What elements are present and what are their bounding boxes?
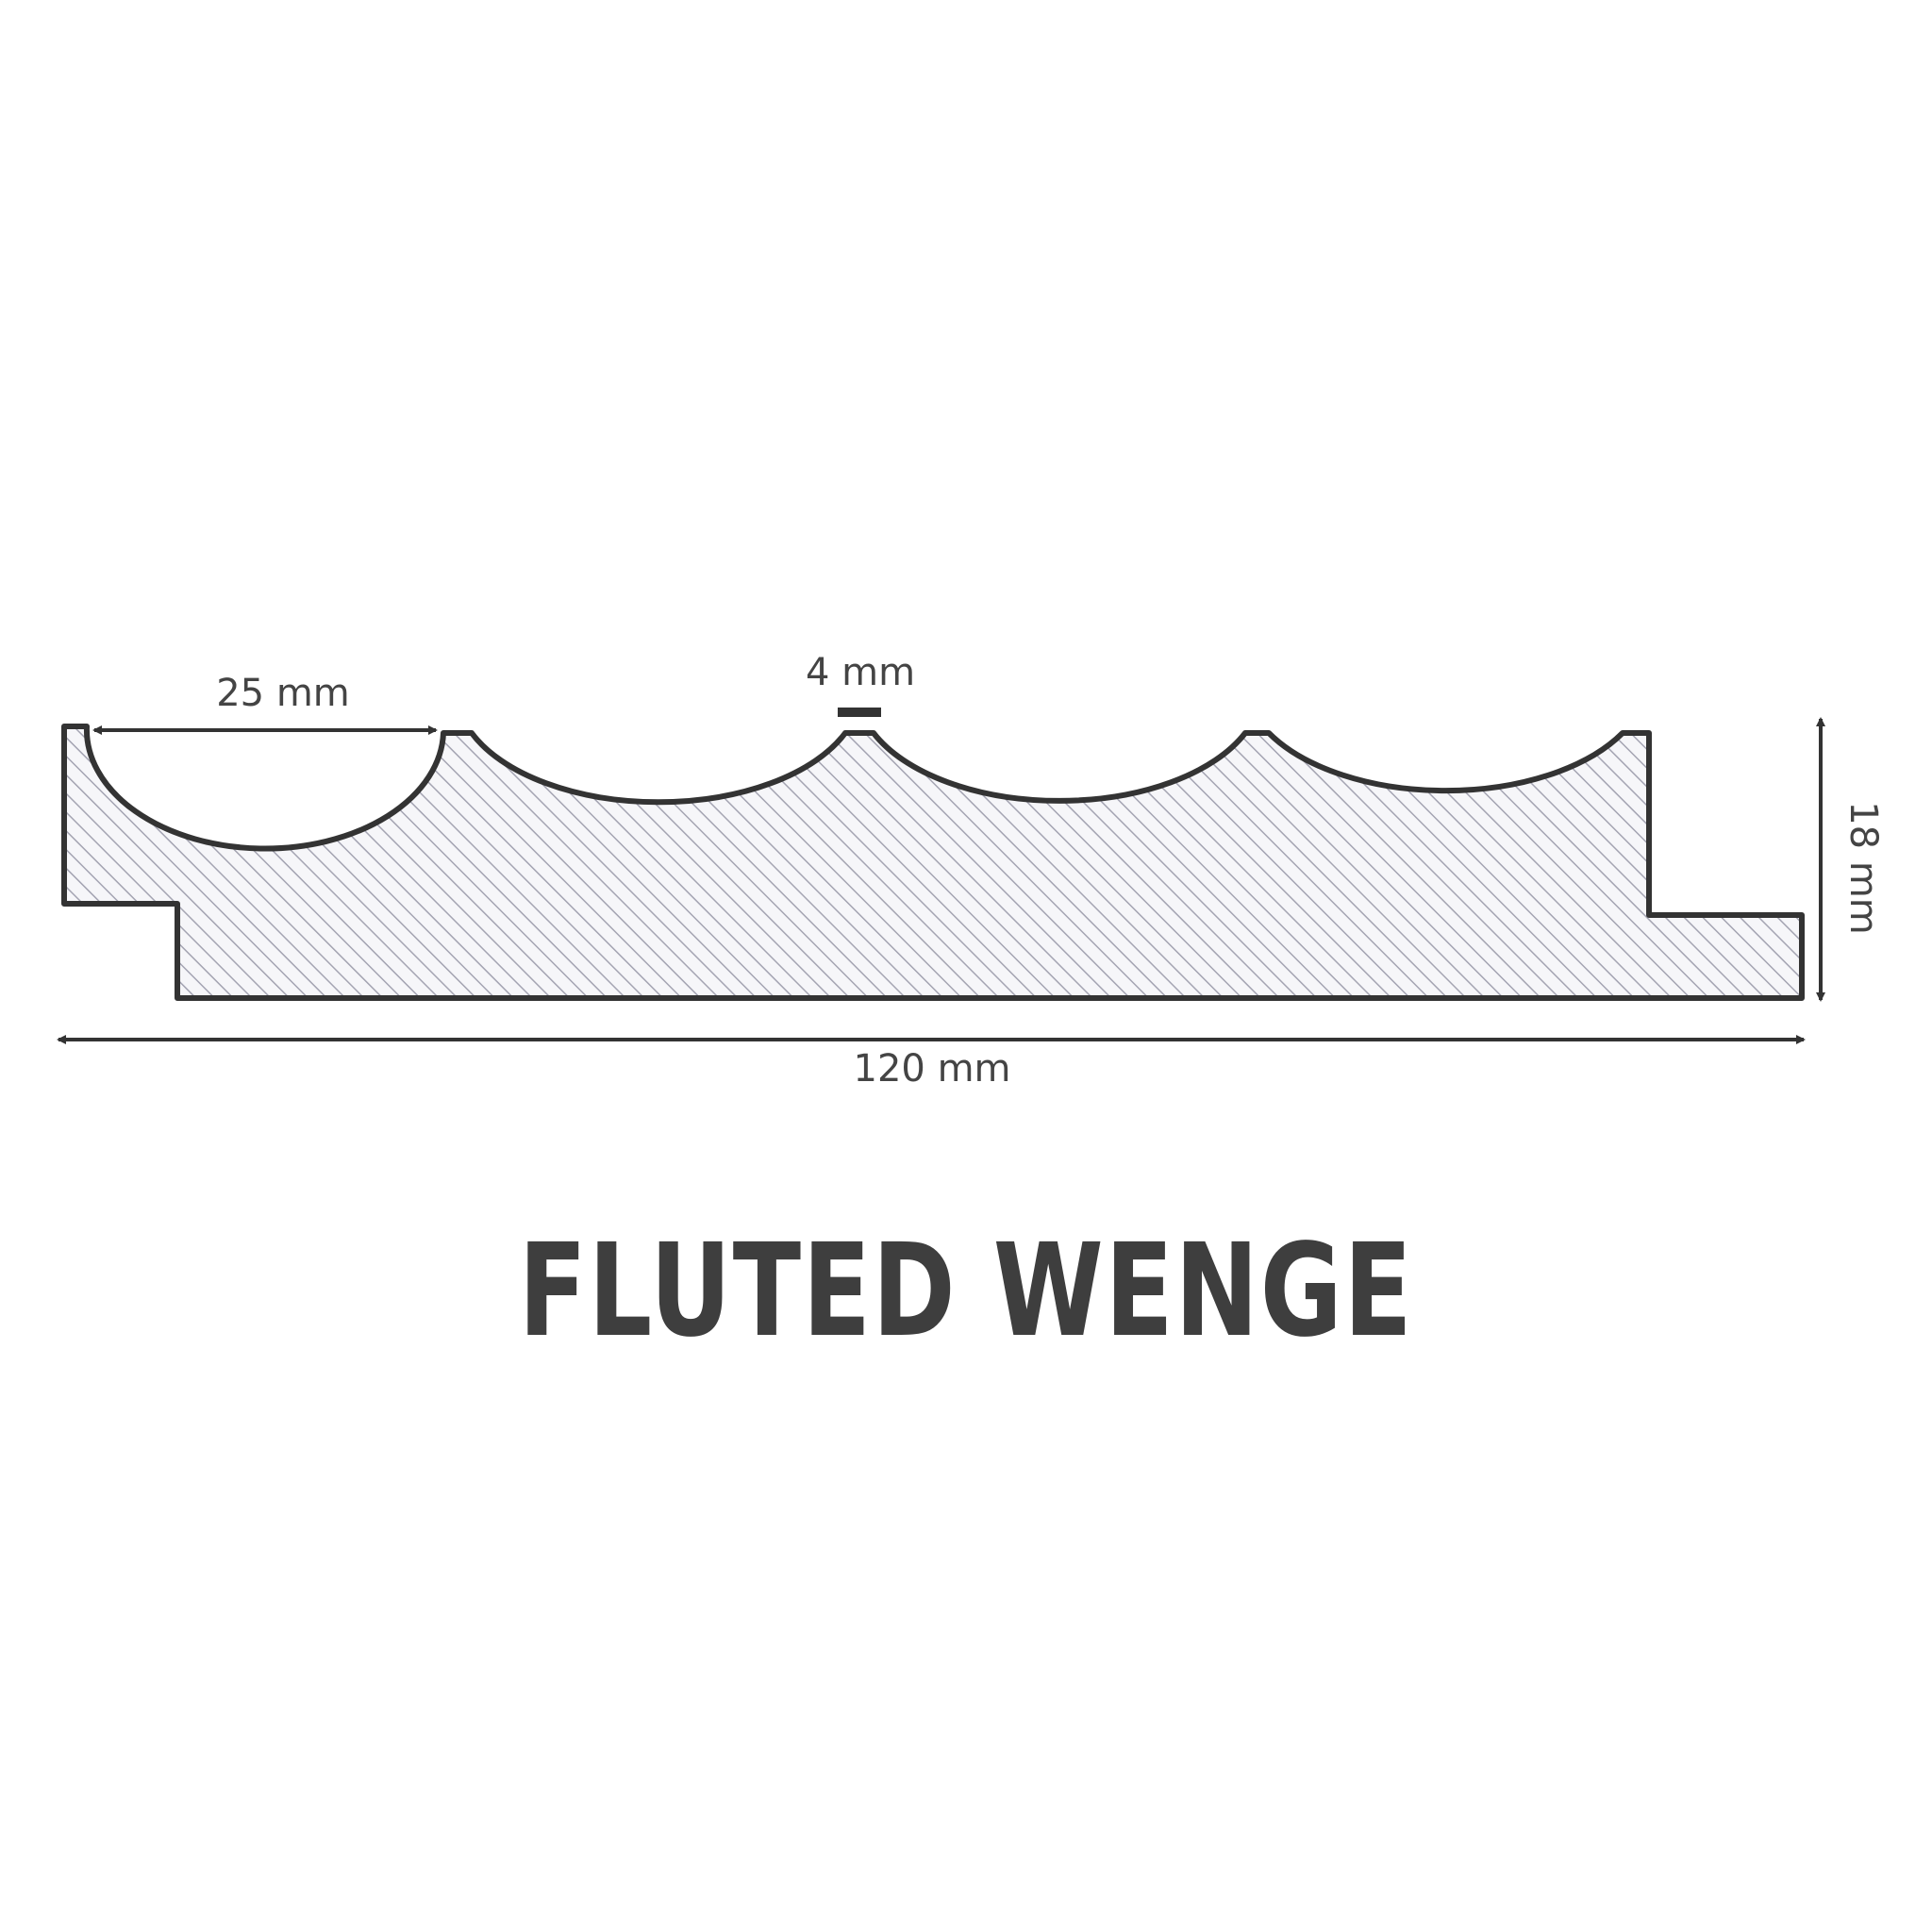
product-title: FLUTED WENGE (518, 1217, 1414, 1366)
land-width-label: 4 mm (806, 651, 915, 694)
flute-width-label: 25 mm (216, 672, 350, 715)
thickness-label: 18 mm (1841, 801, 1885, 935)
total-width-label: 120 mm (854, 1047, 1011, 1091)
land-width-marker (838, 708, 881, 717)
profile-cross-section (61, 724, 1805, 1001)
